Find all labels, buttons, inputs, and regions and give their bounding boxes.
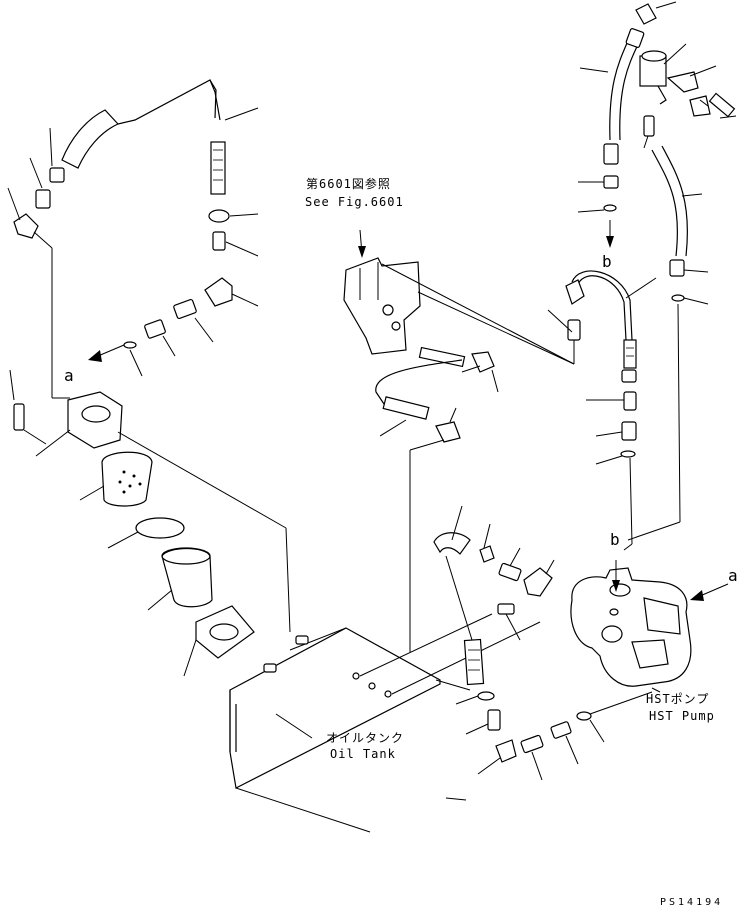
upper-left-fittings <box>7 127 70 399</box>
oil-tank-label-en: Oil Tank <box>330 747 396 761</box>
hose-b-assembly <box>547 270 657 551</box>
hst-pump <box>570 560 729 693</box>
suction-hose-assembly <box>61 79 259 377</box>
see-fig-label-jp: 第6601図参照 <box>306 177 391 191</box>
callout-a-left: a <box>64 366 74 385</box>
filter-assembly <box>9 369 291 677</box>
oil-tank-label-jp: オイルタンク <box>326 731 405 745</box>
hst-pump-label-jp: HSTポンプ <box>646 692 710 706</box>
callout-b-pump: b <box>610 530 620 549</box>
control-valve <box>343 229 575 652</box>
callout-b-top: b <box>602 252 612 271</box>
arrow-a-left <box>88 344 125 362</box>
callout-a-right: a <box>728 566 738 585</box>
drawing-code: PS14194 <box>660 897 724 908</box>
see-fig-label-en: See Fig.6601 <box>305 195 404 209</box>
hst-pump-label-en: HST Pump <box>649 709 715 723</box>
upper-right-hoses <box>577 1 737 541</box>
pump-suction-fittings <box>433 505 653 801</box>
